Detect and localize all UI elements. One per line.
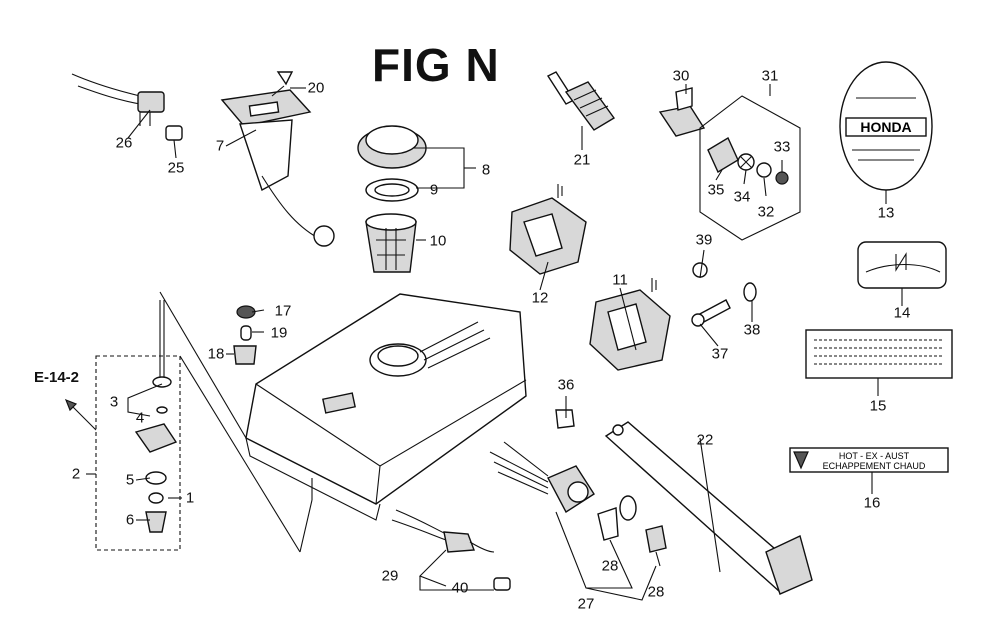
group-leader-lines <box>159 291 313 553</box>
emblem-brand-text: HONDA <box>860 119 911 135</box>
label-14-part <box>857 241 947 289</box>
label-15-part <box>805 329 953 379</box>
callout-28-b: 28 <box>647 583 665 601</box>
fuel-valve-part <box>64 300 181 551</box>
callout-12: 12 <box>531 289 549 307</box>
callout-21: 21 <box>573 151 591 169</box>
bracket-part <box>658 87 706 137</box>
callout-3: 3 <box>109 393 119 411</box>
callout-6: 6 <box>125 511 135 529</box>
spark-plug-part <box>546 71 616 131</box>
callout-13: 13 <box>877 204 895 222</box>
callout-36: 36 <box>557 376 575 394</box>
tool-22-part <box>604 421 813 595</box>
honda-emblem-part: HONDA <box>839 61 933 191</box>
mount-12-part <box>509 184 587 275</box>
callout-7: 7 <box>215 137 225 155</box>
fastener-parts <box>691 262 757 327</box>
emission-label-bottom-text: ECHAPPEMENT CHAUD <box>823 461 926 471</box>
switch-assembly-part <box>699 95 801 241</box>
callout-17: 17 <box>274 302 292 320</box>
callout-32: 32 <box>757 203 775 221</box>
fuel-tank-part <box>245 293 527 521</box>
callout-33: 33 <box>773 138 791 156</box>
callout-25: 25 <box>167 159 185 177</box>
clip-part <box>555 409 575 429</box>
callout-30: 30 <box>672 67 690 85</box>
callout-4: 4 <box>135 409 145 427</box>
callout-10: 10 <box>429 232 447 250</box>
callout-8: 8 <box>481 161 491 179</box>
callout-20: 20 <box>307 79 325 97</box>
callout-18: 18 <box>207 345 225 363</box>
callout-29: 29 <box>381 567 399 585</box>
callout-38: 38 <box>743 321 761 339</box>
callout-31: 31 <box>761 67 779 85</box>
callout-16: 16 <box>863 494 881 512</box>
callout-34: 34 <box>733 188 751 206</box>
callout-39: 39 <box>695 231 713 249</box>
callout-11: 11 <box>612 271 628 289</box>
emission-label-top-text: HOT - EX - AUST <box>839 451 910 461</box>
callout-1: 1 <box>185 489 195 507</box>
label-16-part: HOT - EX - AUST ECHAPPEMENT CHAUD <box>789 447 949 473</box>
callout-14: 14 <box>893 304 911 322</box>
callout-2: 2 <box>71 465 81 483</box>
callout-35: 35 <box>707 181 725 199</box>
callout-9: 9 <box>429 181 439 199</box>
callout-27: 27 <box>577 595 595 613</box>
wire-harness-part <box>71 73 183 141</box>
fuel-gauge-part <box>220 71 335 247</box>
callout-37: 37 <box>711 345 729 363</box>
callout-28-a: 28 <box>601 557 619 575</box>
callout-26: 26 <box>115 134 133 152</box>
callout-5: 5 <box>125 471 135 489</box>
ignition-switch-part <box>489 441 667 567</box>
callout-15: 15 <box>869 397 887 415</box>
callout-19: 19 <box>270 324 288 342</box>
callout-lines <box>86 84 903 601</box>
callout-22: 22 <box>696 431 714 449</box>
figure-title: FIG N <box>372 39 500 91</box>
gasket-parts <box>233 305 257 365</box>
callout-40: 40 <box>451 579 469 597</box>
wire-lead-part <box>391 509 511 591</box>
cross-reference-label: E-14-2 <box>34 369 80 386</box>
mount-11-part <box>589 278 671 371</box>
